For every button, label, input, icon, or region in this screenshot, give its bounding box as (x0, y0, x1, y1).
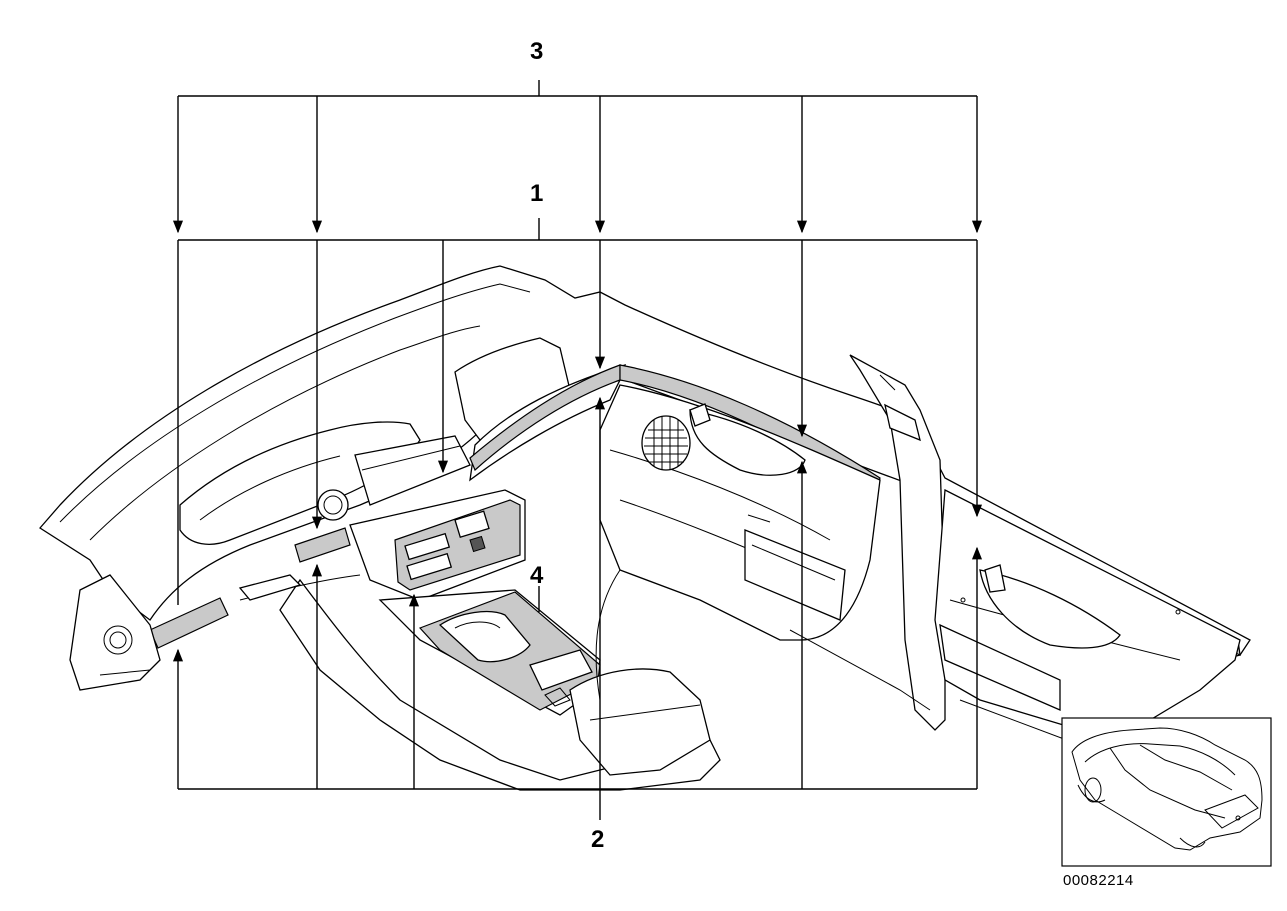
callout-3-label: 3 (530, 38, 544, 65)
car-silhouette-icon (1061, 717, 1272, 867)
callout-1-bracket (177, 218, 983, 605)
callout-2-label: 2 (591, 826, 605, 853)
dashboard-illustration (39, 265, 1251, 791)
callout-1-label: 1 (530, 180, 544, 207)
diagram-id-label: 00082214 (1063, 872, 1134, 889)
callout-4-label: 4 (530, 562, 544, 589)
callout-3-bracket (172, 80, 983, 234)
callout-2-bracket (172, 396, 983, 820)
